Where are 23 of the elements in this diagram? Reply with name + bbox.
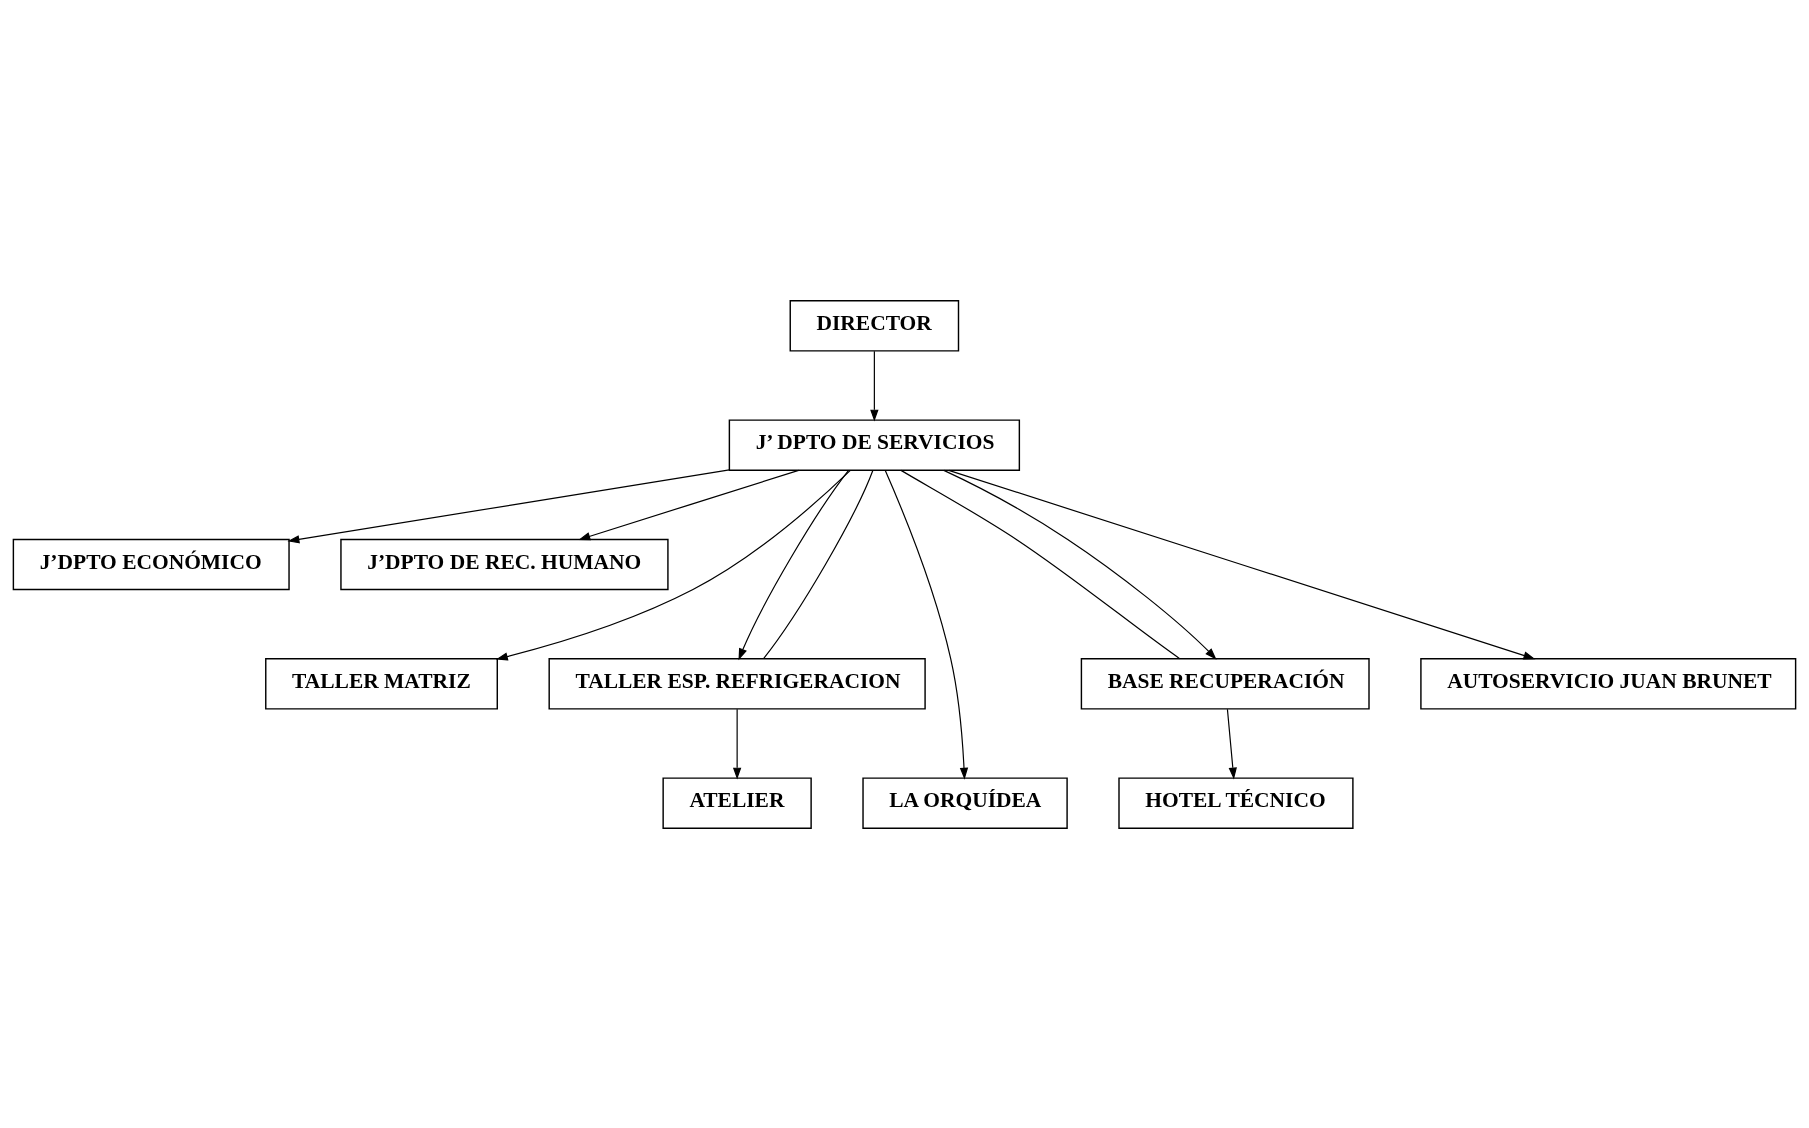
connector <box>762 469 874 659</box>
node-box: TALLER ESP. REFRIGERACION <box>548 657 926 710</box>
node-box: LA ORQUÍDEA <box>862 776 1068 829</box>
arrow <box>738 469 850 660</box>
node-box: J’ DPTO DE SERVICIOS <box>728 418 1021 471</box>
arrow <box>870 350 879 422</box>
node-box: BASE RECUPERACIÓN <box>1080 657 1370 710</box>
arrow <box>578 469 800 540</box>
node-box: AUTOSERVICIO JUAN BRUNET <box>1420 657 1797 710</box>
node-box: ATELIER <box>662 776 812 829</box>
arrow <box>943 469 1217 660</box>
connector <box>900 469 1181 659</box>
arrow <box>732 708 742 780</box>
arrow <box>948 469 1536 659</box>
node-box: HOTEL TÉCNICO <box>1118 776 1354 829</box>
arrow <box>1226 708 1237 780</box>
arrow <box>495 469 851 661</box>
node-box: J’DPTO DE REC. HUMANO <box>340 538 669 590</box>
node-box: DIRECTOR <box>789 299 960 352</box>
node-box: TALLER MATRIZ <box>265 657 498 710</box>
arrow <box>287 468 730 543</box>
node-box: J’DPTO ECONÓMICO <box>12 538 290 590</box>
arrow <box>884 469 969 780</box>
